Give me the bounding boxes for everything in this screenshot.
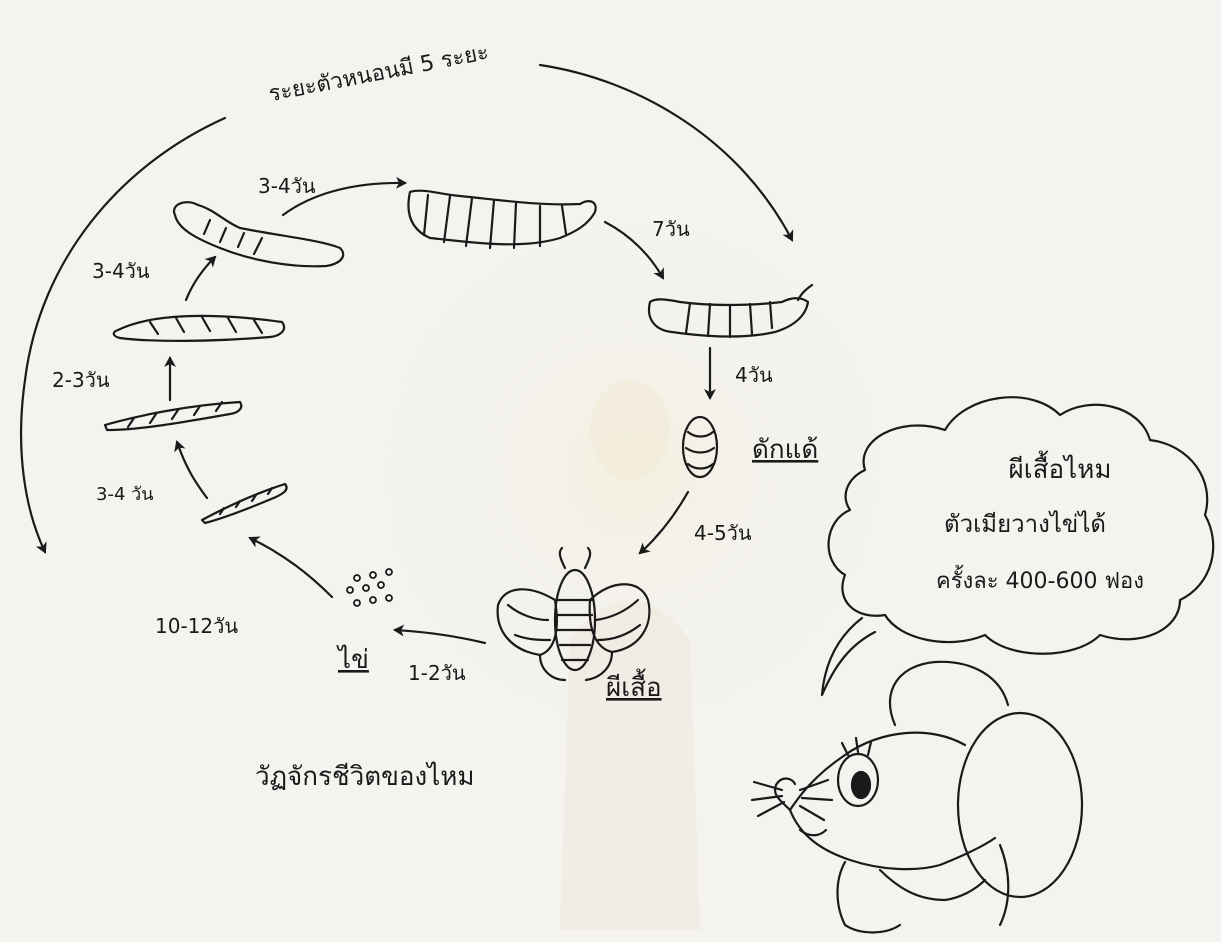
larva-stage-1 xyxy=(202,484,287,523)
larva-stage-4 xyxy=(174,202,343,266)
watermark-emblem xyxy=(380,220,880,930)
outer-arc-label: ระยะตัวหนอนมี 5 ระยะ xyxy=(267,40,491,107)
duration-larva1-to-larva2: 3-4 วัน xyxy=(96,484,154,505)
duration-larva2-to-larva3: 2-3วัน xyxy=(52,368,110,392)
stage-label-egg: ไข่ xyxy=(336,644,369,675)
speech-bubble-line2: ตัวเมียวางไข่ได้ xyxy=(944,510,1106,538)
stage-label-pupa: ดักแด้ xyxy=(752,435,818,465)
speech-bubble-line1: ผีเสื้อไหม xyxy=(1009,450,1112,485)
egg-cluster xyxy=(347,569,392,606)
larva-stage-3 xyxy=(114,316,284,341)
duration-larva5-to-mature: 7วัน xyxy=(652,217,690,241)
duration-larva3-to-larva4: 3-4วัน xyxy=(92,259,150,283)
duration-moth-to-egg: 1-2วัน xyxy=(408,661,466,685)
duration-mature-to-pupa: 4วัน xyxy=(735,363,773,387)
speech-bubble-line3: ครั้งละ 400-600 ฟอง xyxy=(936,565,1144,594)
duration-pupa-to-moth: 4-5วัน xyxy=(694,521,752,545)
duration-egg-to-larva1: 10-12วัน xyxy=(155,614,238,638)
mouse-character xyxy=(752,662,1082,933)
arrow-larva3-to-larva4 xyxy=(186,257,215,300)
stage-label-moth: ผีเสื้อ xyxy=(606,668,662,703)
arrow-larva1-to-larva2 xyxy=(177,442,207,498)
duration-larva4-to-larva5: 3-4วัน xyxy=(258,174,316,198)
diagram-title: วัฏจักรชีวิตของไหม xyxy=(255,761,475,792)
outer-arc-right-arrow xyxy=(540,65,792,240)
arrow-egg-to-larva1 xyxy=(250,538,332,597)
speech-bubble-tail xyxy=(822,618,875,695)
larva-stage-2 xyxy=(105,402,241,430)
